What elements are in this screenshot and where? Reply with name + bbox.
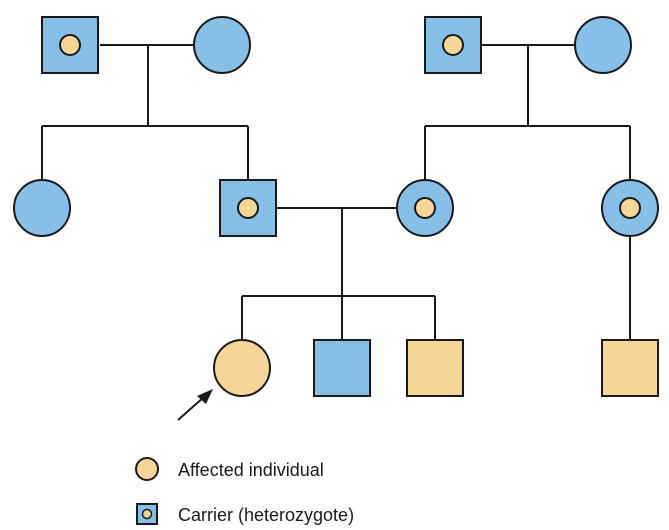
legend: Affected individual Carrier (heterozygot… <box>135 457 354 525</box>
son-affected <box>406 339 464 397</box>
son-unaffected <box>313 339 371 397</box>
left-grandfather-carrier <box>41 16 99 74</box>
carrier-dot <box>59 34 81 56</box>
carrier-dot <box>414 197 436 219</box>
left-grandmother-unaffected <box>193 16 251 74</box>
pedigree-lines <box>41 44 631 340</box>
aunt-carrier <box>601 179 659 237</box>
proband-affected-daughter <box>213 339 271 397</box>
mother-carrier <box>396 179 454 237</box>
male-square <box>41 16 99 74</box>
legend-carrier-label: Carrier (heterozygote) <box>178 505 354 525</box>
carrier-dot <box>237 197 259 219</box>
left-daughter-unaffected <box>13 179 71 237</box>
carrier-dot <box>442 34 464 56</box>
father-carrier <box>219 179 277 237</box>
proband-arrow <box>177 389 213 421</box>
right-grandmother-unaffected <box>574 16 632 74</box>
right-grandfather-carrier <box>424 16 482 74</box>
legend-carrier-dot <box>141 508 153 520</box>
legend-affected-label: Affected individual <box>178 460 324 480</box>
cousin-affected-son <box>601 339 659 397</box>
carrier-dot <box>619 197 641 219</box>
legend-affected-icon <box>135 457 159 481</box>
